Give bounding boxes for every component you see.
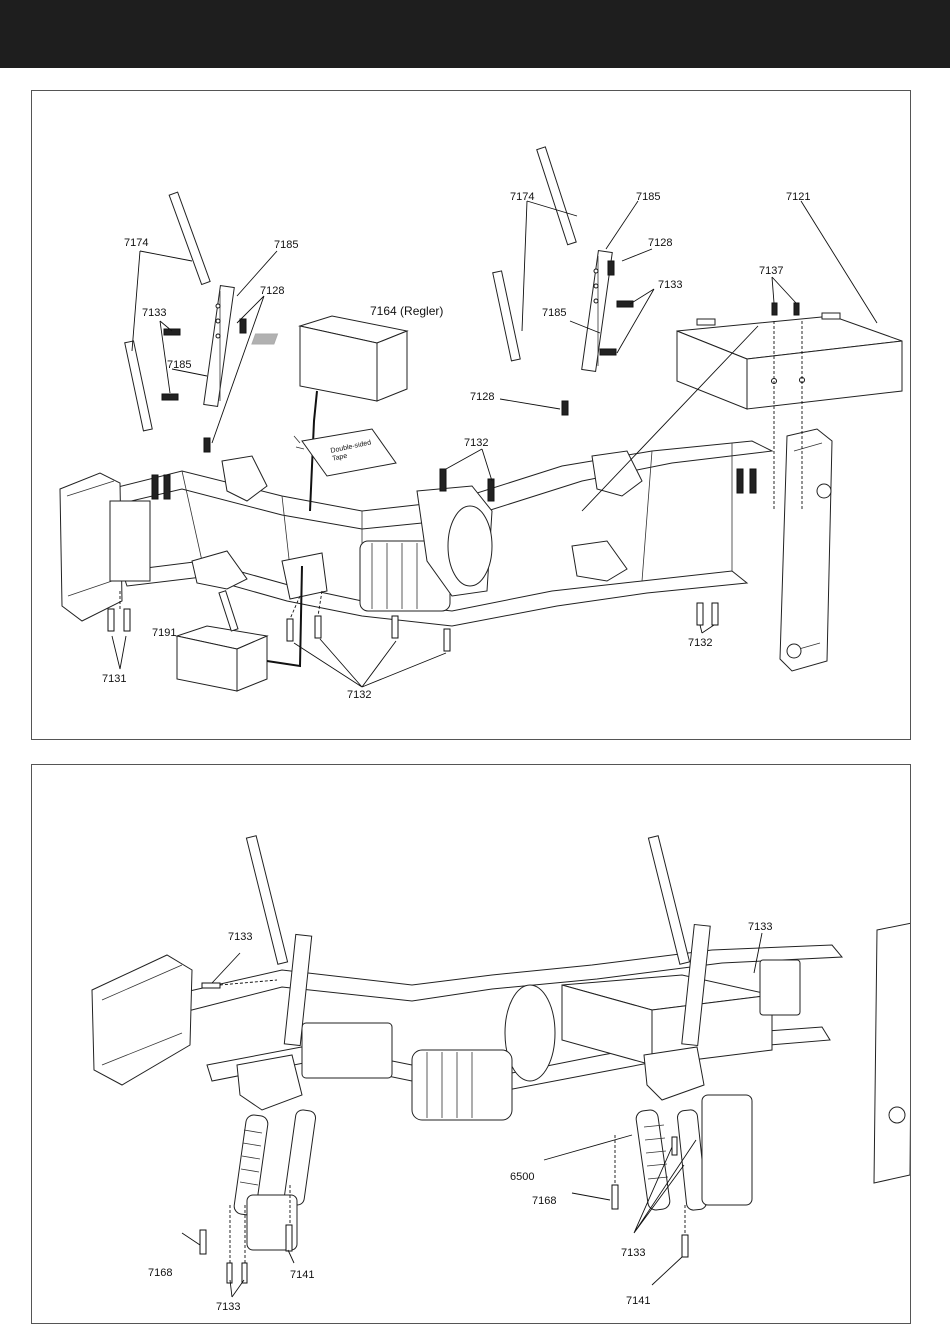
esc-unit: [252, 316, 407, 511]
callout-7133-right: 7133: [658, 279, 682, 291]
callout-7132-top: 7132: [464, 437, 488, 449]
callout-7185-right-bottom: 7185: [542, 307, 566, 319]
callout-7133-front-bottom: 7133: [621, 1247, 645, 1259]
callout-7185-left-top: 7185: [274, 239, 298, 251]
callout-7133-rear-bottom: 7133: [216, 1301, 240, 1313]
chassis-frame-assembled: [92, 923, 910, 1183]
assembled-chassis-drawing: [32, 765, 910, 1323]
callout-7168-front: 7168: [532, 1195, 556, 1207]
callout-6500-shock: 6500: [510, 1171, 534, 1183]
callout-7168-rear: 7168: [148, 1267, 172, 1279]
callout-7133-front: 7133: [748, 921, 772, 933]
exploded-chassis-drawing: [32, 91, 910, 739]
callout-7121-battery-tray: 7121: [786, 191, 810, 203]
callout-7141-front: 7141: [626, 1295, 650, 1307]
callout-7137: 7137: [759, 265, 783, 277]
callout-7174-left: 7174: [124, 237, 148, 249]
callout-7191-servo: 7191: [152, 627, 176, 639]
callout-7185-left-bottom: 7185: [167, 359, 191, 371]
battery-tray: [677, 313, 902, 409]
callout-7128-right-bottom: 7128: [470, 391, 494, 403]
callout-7174-right: 7174: [510, 191, 534, 203]
header-bar: [0, 0, 950, 68]
callout-7133-rear: 7133: [228, 931, 252, 943]
callout-7132-right: 7132: [688, 637, 712, 649]
callout-7128-left: 7128: [260, 285, 284, 297]
callout-7141-rear: 7141: [290, 1269, 314, 1281]
callout-7164-esc: 7164 (Regler): [370, 305, 443, 317]
callout-7132-bottom: 7132: [347, 689, 371, 701]
assembly-step-esc-servo: 7174 7185 7128 7133 7185 7164 (Regler) 7…: [31, 90, 911, 740]
callout-7128-right-top: 7128: [648, 237, 672, 249]
callout-7185-right-top: 7185: [636, 191, 660, 203]
callout-7131: 7131: [102, 673, 126, 685]
assembly-step-shocks: 7133 7133 6500 7168 7133 7141 7168 7133 …: [31, 764, 911, 1324]
callout-7133-left: 7133: [142, 307, 166, 319]
antenna-mount-right: [493, 147, 613, 371]
